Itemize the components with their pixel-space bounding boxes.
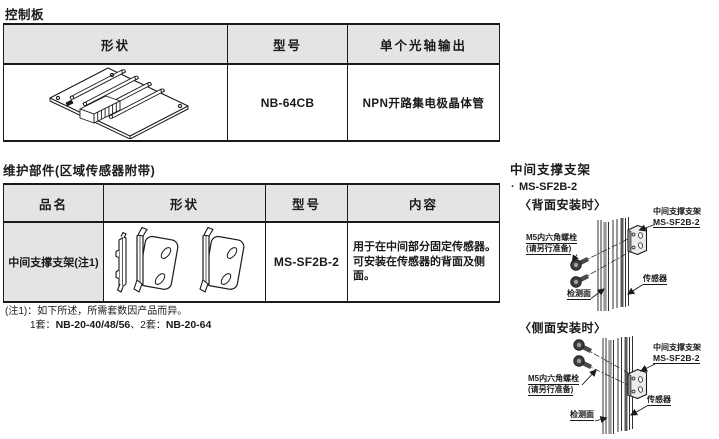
bracket-callout-name: 中间支撑支架	[653, 343, 701, 352]
bolt-callout: M5内六角螺栓 (请另行准备)	[526, 233, 578, 255]
back-mount-heading: 〈背面安装时〉	[519, 198, 607, 212]
section-title-control-board: 控制板	[5, 8, 45, 22]
bolt-axis-line	[583, 347, 638, 379]
detection-face-callout: 检测面	[567, 289, 591, 300]
table1-output: NPN开路集电极晶体管	[362, 97, 485, 110]
bracket-callout-model: MS-SF2B-2	[653, 353, 700, 364]
table1-header-output: 单个光轴输出	[348, 25, 499, 65]
bracket-figure-cell	[104, 223, 266, 301]
table1-model: NB-64CB	[228, 65, 348, 140]
table2-content: 用于在中间部分固定传感器。可安装在传感器的背面及侧面。	[353, 241, 496, 283]
sensor-text: 传感器	[647, 395, 671, 406]
table2-header-content: 内容	[348, 185, 499, 223]
bolt-callout: M5内六角螺栓 (请另行准备)	[528, 374, 580, 396]
section-title-bracket: 中间支撑支架	[510, 163, 592, 177]
bracket-callout-name: 中间支撑支架	[653, 207, 701, 216]
hex-bolt-icon	[571, 276, 588, 287]
detection-face-callout: 检测面	[570, 410, 594, 421]
bracket-shape	[627, 368, 648, 400]
back-mount-figure	[525, 217, 656, 311]
sensor-callout: 传感器	[643, 274, 667, 285]
table1-header-model: 型号	[228, 25, 348, 65]
footnote-line1: (注1)：如下所述，所需套数因产品而异。	[5, 306, 188, 317]
detection-face-text: 检测面	[570, 410, 594, 421]
table2-model: MS-SF2B-2	[266, 223, 348, 301]
footnote-line2: 1套：NB-20-40/48/56、2套：NB-20-64	[30, 319, 211, 333]
bolt-callout-text: M5内六角螺栓	[526, 233, 578, 244]
side-mount-heading: 〈侧面安装时〉	[519, 321, 607, 335]
bracket-model-text: MS-SF2B-2	[519, 181, 578, 193]
table1-header-shape: 形状	[4, 25, 228, 65]
sensor-callout: 传感器	[647, 395, 671, 406]
bolt-callout-note: (请另行准备)	[526, 244, 572, 255]
side-mount-diagram: 中间支撑支架 MS-SF2B-2 M5内六角螺栓 (请另行准备) 传感器 检测面	[525, 334, 719, 439]
bracket-callout: 中间支撑支架 MS-SF2B-2	[653, 343, 701, 364]
section-title-maintenance: 维护部件(区域传感器附带)	[3, 164, 156, 178]
control-board-pcb-drawing	[48, 66, 189, 139]
back-mount-diagram: 中间支撑支架 MS-SF2B-2 M5内六角螺栓 (请另行准备) 检测面 传感器	[525, 207, 719, 313]
bracket-callout-model: MS-SF2B-2	[653, 217, 700, 228]
side-mount-figure	[525, 336, 656, 434]
maintenance-table: 品名 形状 型号 内容 中间支撑支架(注1)	[3, 183, 500, 303]
footnote-models1: NB-20-40/48/56	[55, 318, 131, 331]
footnote-sets2: 、2套：	[130, 319, 166, 331]
control-board-table: 形状 型号 单个光轴输出	[3, 23, 500, 142]
bullet-dot: ·	[511, 181, 515, 193]
leader-arrows	[581, 363, 656, 424]
bracket-shape	[627, 224, 648, 256]
mid-support-bracket-drawing	[115, 226, 246, 293]
bracket-side-view	[115, 231, 127, 293]
footnote-sets1: 1套：	[30, 319, 56, 331]
hex-bolt-icon	[574, 356, 591, 367]
bracket-model-bullet: · MS-SF2B-2	[511, 181, 577, 193]
leader-arrows	[571, 224, 656, 299]
table2-header-name: 品名	[4, 185, 104, 223]
hex-bolt-icon	[574, 340, 591, 351]
table2-part-name: 中间支撑支架(注1)	[4, 223, 104, 301]
footnote: (注1)：如下所述，所需套数因产品而异。 1套：NB-20-40/48/56、2…	[5, 306, 211, 332]
footnote-models2: NB-20-64	[165, 318, 212, 331]
detection-face-text: 检测面	[567, 289, 591, 300]
sensor-body-lines	[597, 217, 629, 311]
sensor-text: 传感器	[643, 274, 667, 285]
table2-header-shape: 形状	[104, 185, 266, 223]
bolt-callout-note: (请另行准备)	[528, 385, 574, 396]
bracket-callout: 中间支撑支架 MS-SF2B-2	[653, 207, 701, 228]
control-board-figure-cell	[4, 65, 228, 140]
bolt-axis-line	[580, 233, 639, 263]
table2-header-model: 型号	[266, 185, 348, 223]
bolt-callout-text: M5内六角螺栓	[528, 374, 580, 385]
